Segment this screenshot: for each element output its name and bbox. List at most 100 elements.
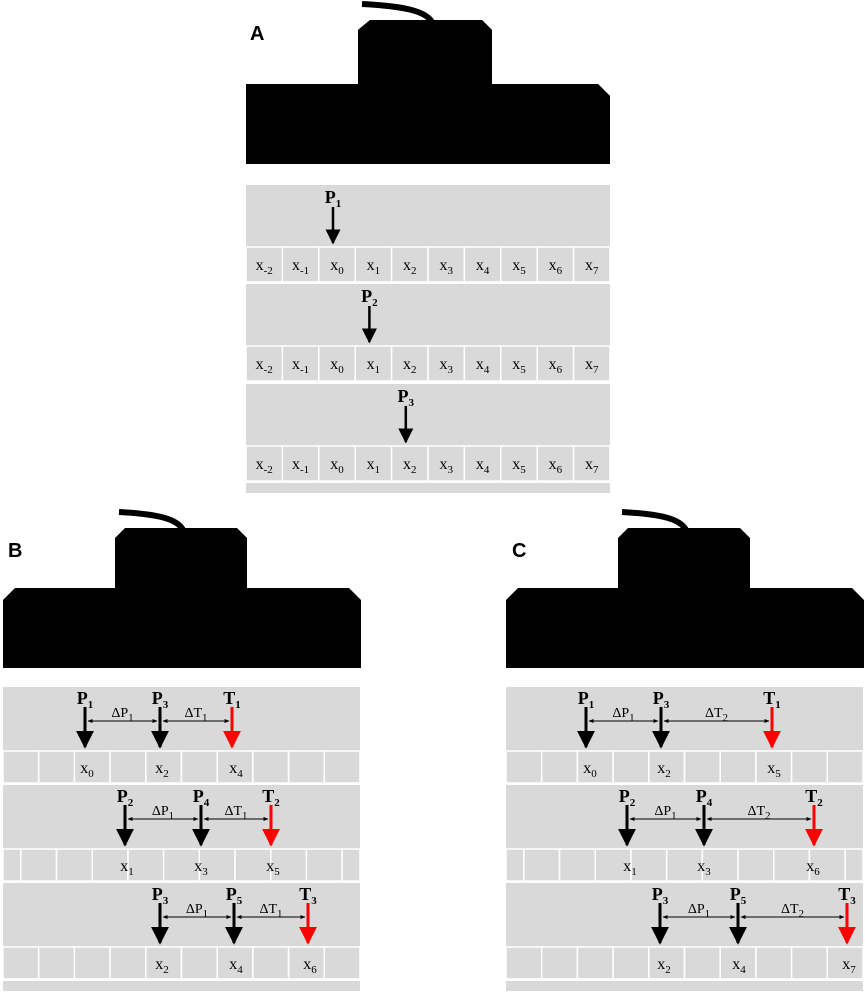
interval-label: ΔP1 (654, 804, 676, 822)
interval-label-sub: 1 (202, 712, 208, 724)
cell-label-sub: -2 (264, 464, 273, 476)
interval-label: ΔT1 (259, 902, 282, 920)
pointer-label: P3 (152, 884, 169, 907)
cell-label-base: x (439, 356, 447, 373)
cell-label-sub: 0 (591, 768, 597, 780)
device-a-shape (246, 20, 610, 164)
cell-label-base: x (330, 257, 338, 274)
belt-cell (73, 750, 111, 784)
cell-label-sub: 5 (775, 768, 781, 780)
cell-label: x3 (194, 858, 208, 878)
cell-label-sub: 7 (593, 464, 599, 476)
cell-label-base: x (439, 456, 447, 473)
cell-label-base: x (585, 257, 593, 274)
pointer-label-base: P (117, 786, 128, 806)
interval-label: ΔT1 (224, 804, 247, 822)
belt-cell (2, 848, 22, 882)
pointer-label-base: P (226, 884, 237, 904)
cell-label: x0 (330, 257, 344, 277)
belt-cell (390, 445, 429, 482)
pointer-label: P4 (193, 786, 210, 809)
cell-label-sub: 6 (557, 364, 563, 376)
interval-label-sub: 1 (671, 810, 677, 822)
interval-label: ΔT1 (184, 706, 207, 724)
belt-cell (323, 946, 361, 980)
belt-cell (305, 848, 343, 882)
belt-cell (773, 848, 811, 882)
cell-label-sub: 7 (593, 265, 599, 277)
cell-label: x4 (229, 760, 243, 780)
interval-label-sub: 1 (128, 712, 134, 724)
device-cable (118, 509, 186, 532)
belt-cell (180, 750, 218, 784)
cell-label-base: x (303, 956, 311, 973)
belt-cell (790, 946, 829, 980)
cell-label-base: x (155, 956, 163, 973)
interval-label-base: ΔP (152, 804, 169, 819)
belt-cell (287, 750, 326, 784)
cell-label-base: x (403, 257, 411, 274)
cell-label: x-1 (292, 356, 309, 376)
cell-label: x3 (439, 257, 453, 277)
cell-label-base: x (585, 356, 593, 373)
cell-label-sub: 1 (631, 866, 637, 878)
interval-label-base: ΔT (781, 902, 799, 917)
cell-label: x0 (330, 356, 344, 376)
pointer-label: P1 (77, 688, 94, 711)
cell-label: x4 (476, 456, 490, 476)
cell-label-base: x (439, 257, 447, 274)
belt-cell (505, 848, 525, 882)
cell-label-base: x (583, 760, 591, 777)
belt-cell (91, 848, 129, 882)
cell-label: x3 (439, 456, 453, 476)
cell-label-sub: 0 (338, 464, 344, 476)
cell-label: x1 (367, 456, 381, 476)
cell-label-base: x (256, 456, 264, 473)
pointer-label-base: P (652, 884, 663, 904)
interval-label: ΔP1 (688, 902, 710, 920)
interval-label-base: ΔP (612, 706, 629, 721)
cell-label-base: x (476, 356, 484, 373)
cell-label: x2 (657, 760, 671, 780)
belt-cell (719, 946, 757, 980)
belt-cell (252, 750, 290, 784)
cell-label: x6 (549, 356, 563, 376)
cell-label-base: x (697, 858, 705, 875)
belt-cell (354, 445, 393, 482)
belt-cell (572, 345, 611, 382)
cell-label-sub: 2 (163, 768, 169, 780)
cell-label-base: x (367, 356, 375, 373)
belt-cell (523, 848, 561, 882)
cell-label-base: x (80, 760, 88, 777)
device-a (246, 1, 610, 164)
target-label-base: T (299, 884, 311, 904)
cell-label: x4 (732, 956, 746, 976)
cell-label-sub: 1 (375, 464, 381, 476)
panel-label-b: B (8, 540, 22, 562)
pointer-label-sub: 1 (336, 198, 342, 210)
device-cable (621, 509, 689, 532)
target-label-base: T (223, 688, 235, 708)
device-b (3, 509, 361, 668)
target-label: T3 (838, 884, 856, 907)
cell-label-sub: 3 (202, 866, 208, 878)
belt-cell (737, 848, 775, 882)
belt-cell (536, 445, 575, 482)
belt-cell (500, 246, 538, 283)
cell-label-base: x (476, 257, 484, 274)
belt-cell (73, 946, 111, 980)
cell-label: x2 (155, 760, 169, 780)
belt-cell (216, 946, 254, 980)
belt-cell (808, 848, 846, 882)
belt-cell (341, 848, 361, 882)
pointer-label-base: P (193, 786, 204, 806)
cell-label: x5 (512, 356, 526, 376)
cell-label-sub: 5 (520, 464, 526, 476)
cell-label-sub: 2 (411, 265, 417, 277)
cell-label: x-2 (256, 356, 273, 376)
belt-cell (427, 345, 466, 382)
